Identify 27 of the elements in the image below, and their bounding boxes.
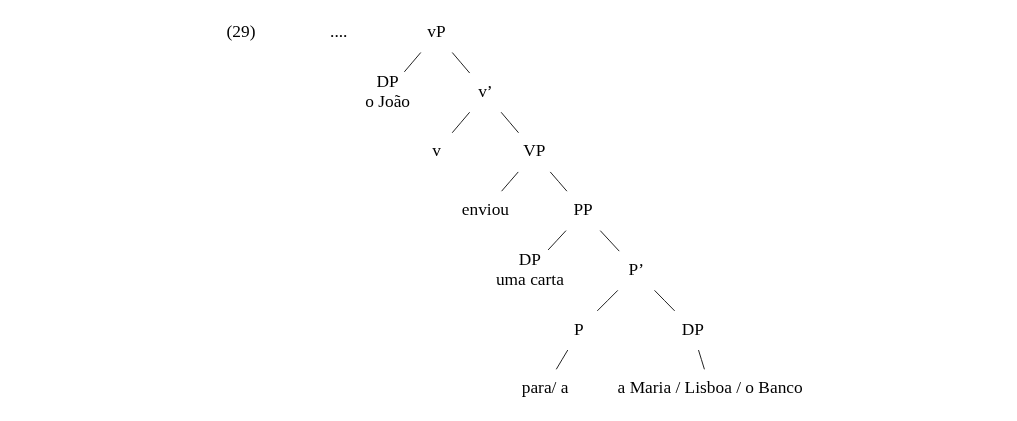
label: .... xyxy=(329,21,347,41)
node-text: enviou xyxy=(461,199,509,219)
node-text: VP xyxy=(522,140,545,160)
connector xyxy=(599,229,620,252)
node-text: P xyxy=(573,319,584,339)
connector xyxy=(653,289,675,311)
connector xyxy=(451,111,470,133)
connector xyxy=(451,51,470,73)
connector xyxy=(500,171,519,192)
connector xyxy=(555,349,568,370)
node-text: vP xyxy=(426,21,446,41)
node-text: DP o João xyxy=(364,71,410,111)
node-text: DP uma carta xyxy=(495,249,564,289)
connector xyxy=(549,171,567,192)
connector xyxy=(547,229,566,250)
node-text: v’ xyxy=(477,81,493,101)
node-text: PP xyxy=(572,199,593,219)
label: (29) xyxy=(226,21,255,41)
node-text: DP xyxy=(681,319,704,339)
node-text: para/ a xyxy=(521,377,568,397)
node-text: P’ xyxy=(628,259,644,279)
connector xyxy=(596,289,618,311)
connector xyxy=(403,51,421,72)
node-text: a Maria / Lisboa / o Banco xyxy=(617,377,803,397)
connector xyxy=(697,349,705,370)
connector xyxy=(500,111,519,133)
node-text: v xyxy=(431,140,441,160)
